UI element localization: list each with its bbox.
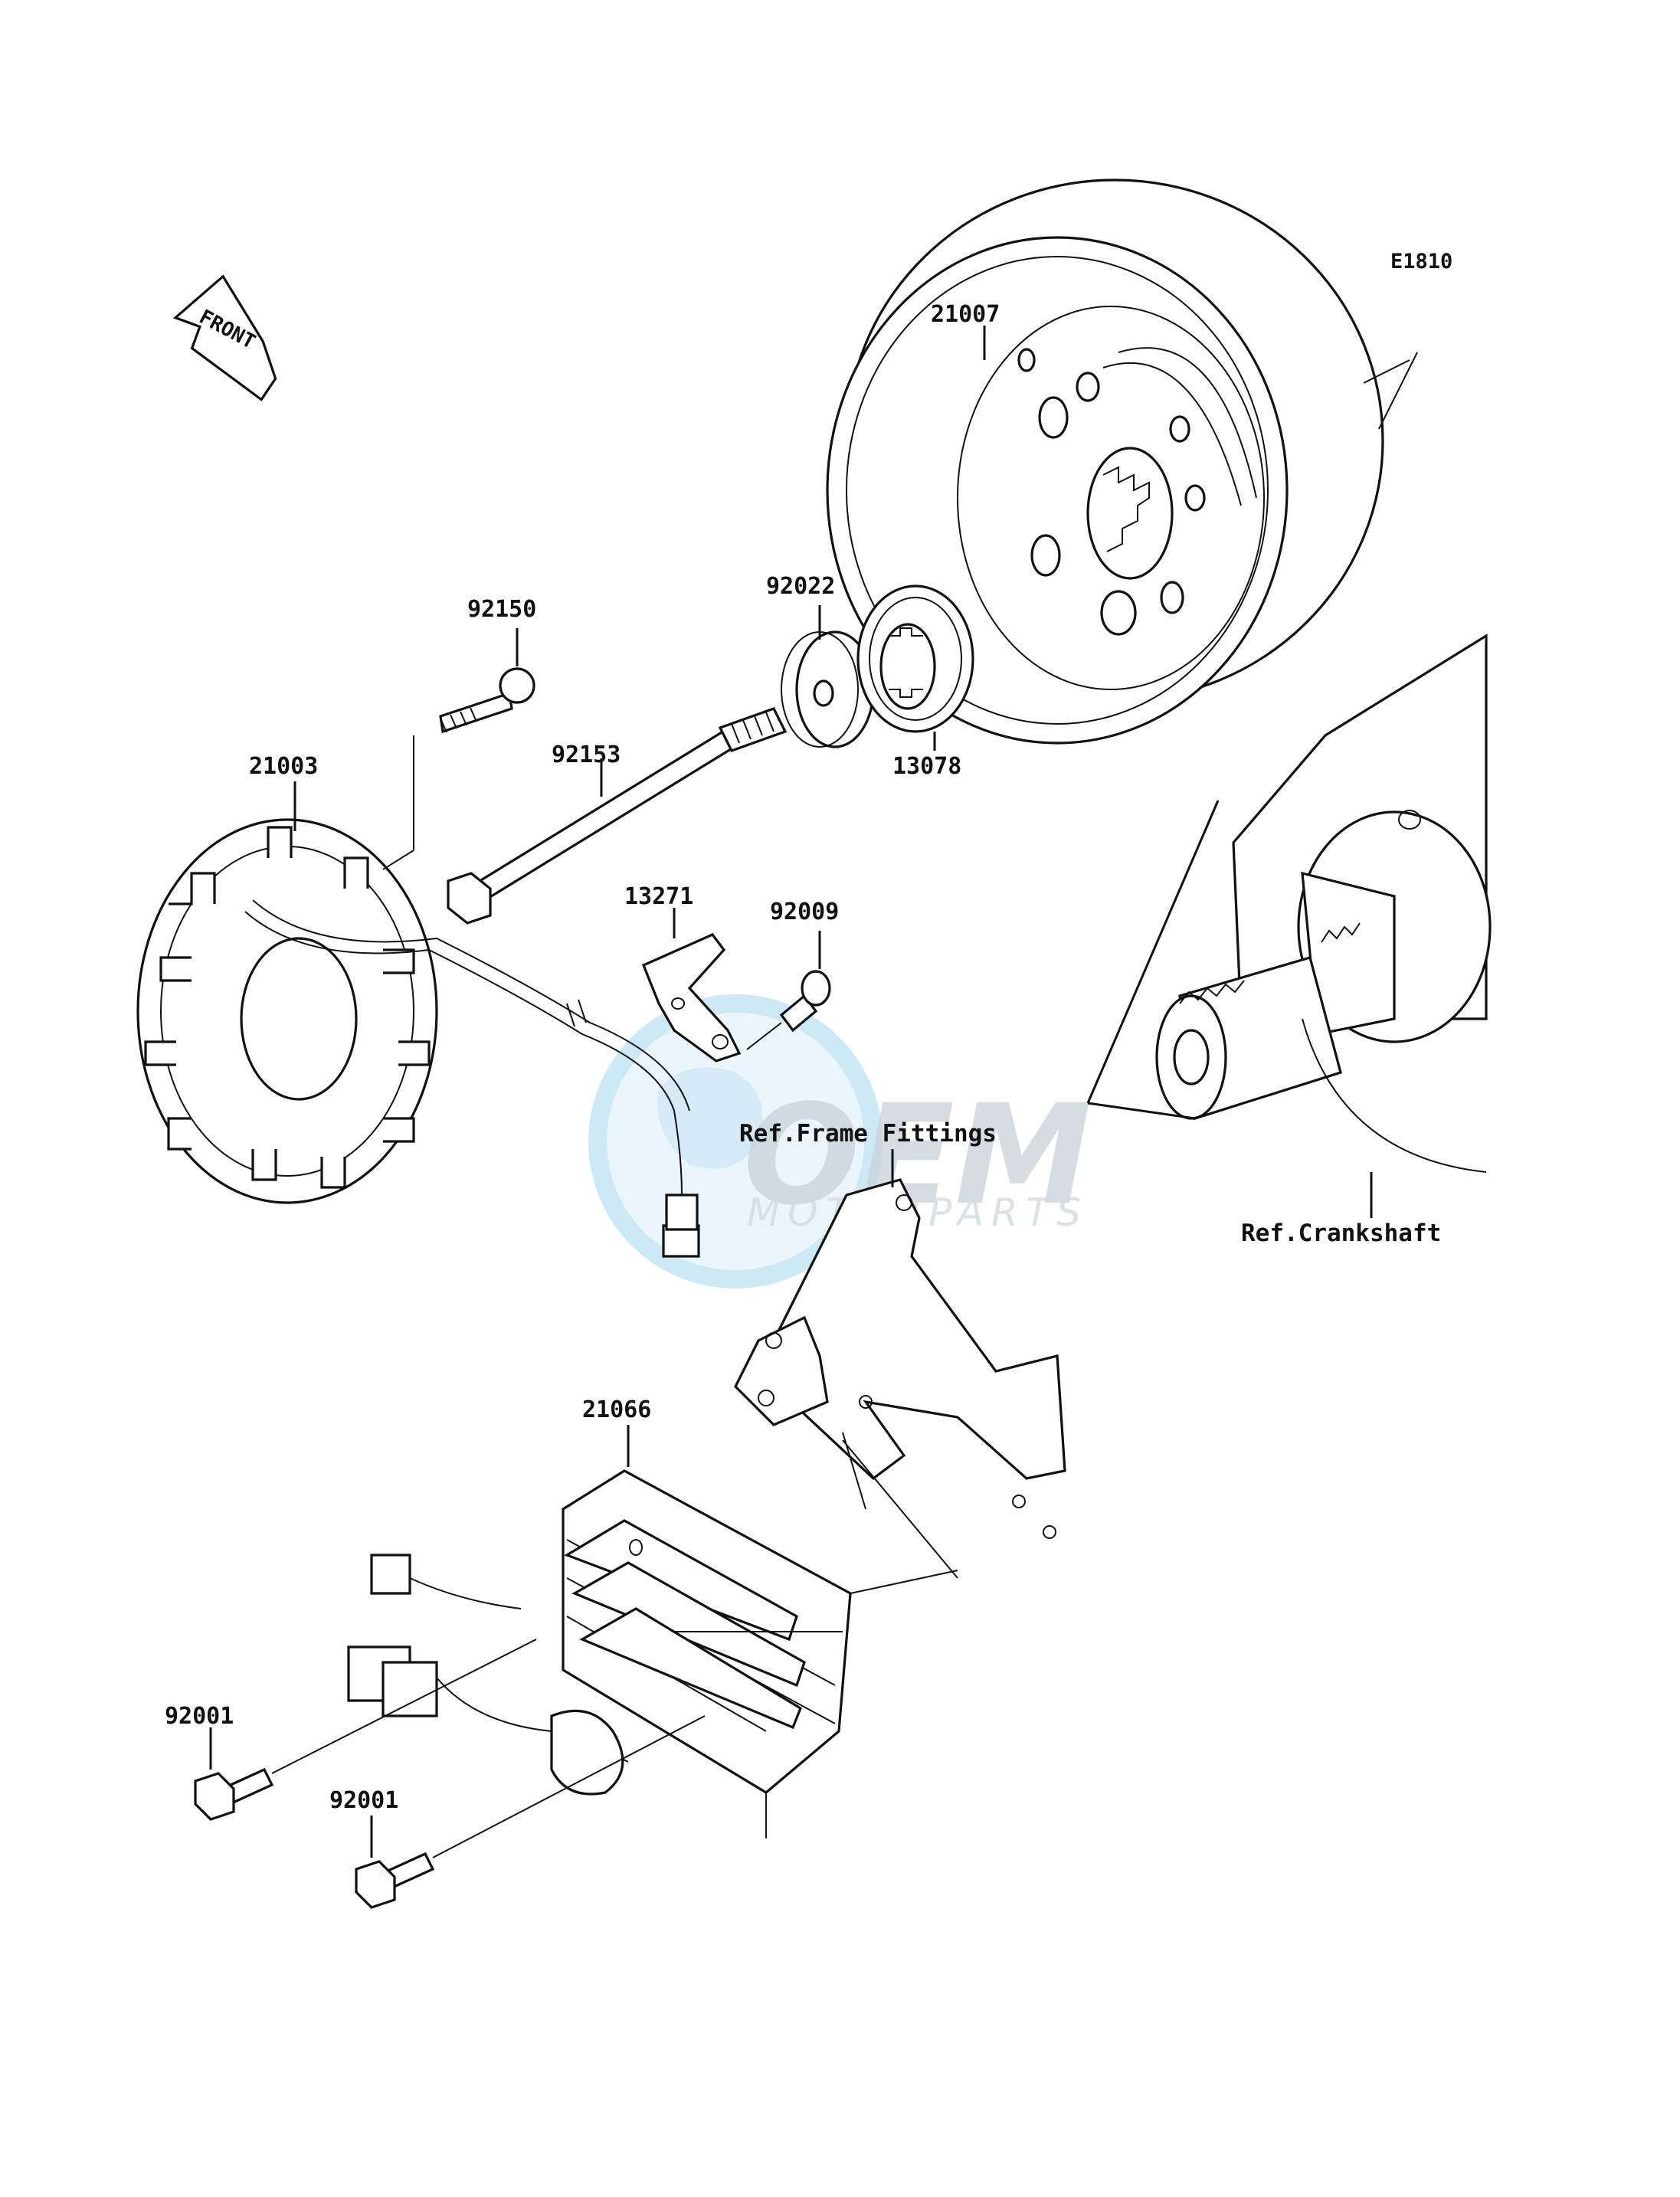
label-21066: 21066 <box>582 1396 651 1423</box>
front-arrow-icon: FRONT <box>172 274 277 401</box>
stator-21003[interactable] <box>136 818 700 1258</box>
bracket-13271[interactable] <box>641 933 742 1062</box>
diagram-code: E1810 <box>1390 250 1452 273</box>
bolt-92001-upper[interactable] <box>194 1639 537 1821</box>
label-21003: 21003 <box>249 753 318 780</box>
label-92153: 92153 <box>552 742 621 768</box>
bolt-92153[interactable] <box>447 707 788 925</box>
label-21007: 21007 <box>931 301 1000 328</box>
bolt-92001-lower[interactable] <box>355 1715 706 1909</box>
regulator-21066[interactable] <box>347 1469 958 1838</box>
label-92022: 92022 <box>766 573 835 600</box>
label-92150: 92150 <box>467 596 536 623</box>
watermark-brand: OEM <box>743 1076 1092 1236</box>
washer-92022[interactable] <box>781 630 875 748</box>
label-13271: 13271 <box>624 883 693 910</box>
crankshaft <box>1155 634 1492 1121</box>
bolt-92150[interactable] <box>439 667 535 734</box>
gear-13078[interactable] <box>856 584 974 733</box>
label-92001-lower: 92001 <box>329 1787 398 1814</box>
ref-frame-fittings: Ref.Frame Fittings <box>739 1120 997 1148</box>
label-92001-upper: 92001 <box>165 1703 234 1730</box>
screw-92009[interactable] <box>746 970 831 1050</box>
ref-crankshaft: Ref.Crankshaft <box>1241 1220 1441 1247</box>
label-92009: 92009 <box>770 899 839 925</box>
label-13078: 13078 <box>892 753 961 780</box>
